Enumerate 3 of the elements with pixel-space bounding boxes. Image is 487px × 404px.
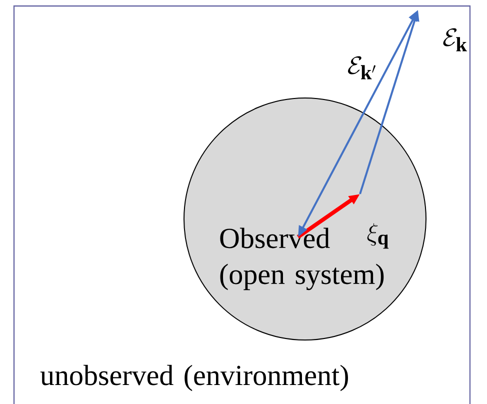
vector-label: $\xi_{\mathbf{q}}$ — [367, 223, 389, 249]
vector-label: $\mathcal{E}_{\mathbf{k}}$ — [443, 28, 467, 52]
vector-label: $\mathcal{E}_{\mathbf{k'}}$ — [348, 56, 376, 80]
